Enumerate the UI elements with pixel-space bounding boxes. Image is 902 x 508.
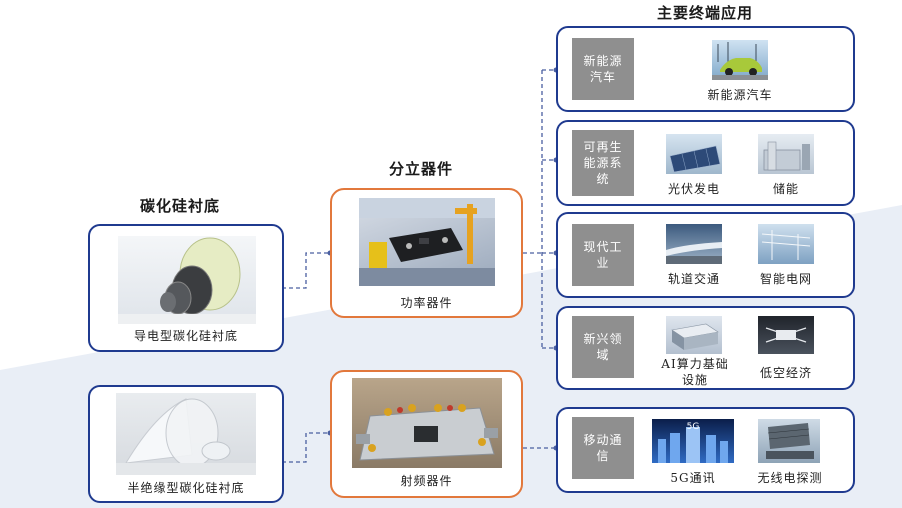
category-emerging-fields: 新兴领域 (572, 316, 634, 378)
category-mobile-communication: 移动通信 (572, 417, 634, 479)
category-new-energy-vehicle: 新能源汽车 (572, 38, 634, 100)
heading-substrate: 碳化硅衬底 (140, 197, 221, 215)
conductive-wafer-image (118, 236, 256, 324)
substrate-semi-insulating-label: 半绝缘型碳化硅衬底 (127, 481, 245, 495)
app-item-label: 储能 (772, 182, 799, 196)
app-item-label: 智能电网 (759, 272, 812, 286)
rf-device-image (352, 378, 502, 468)
category-modern-industry: 现代工业 (572, 224, 634, 286)
power-device-image (359, 198, 495, 286)
app-item-label: AI算力基础设施 (661, 357, 729, 387)
app-item-label: 新能源汽车 (707, 88, 773, 102)
app-card-modern-industry: 现代工业 轨道交通 智能电网 (556, 212, 855, 298)
app-item-label: 光伏发电 (667, 182, 720, 196)
app-card-mobile-communication: 移动通信 5G 5G通讯 无线电探测 (556, 407, 855, 493)
substrate-conductive-card: 导电型碳化硅衬底 (88, 224, 284, 352)
app-card-new-energy-vehicle: 新能源汽车 新能源汽车 (556, 26, 855, 112)
smart-grid-image (758, 224, 814, 264)
app-card-emerging-fields: 新兴领域 AI算力基础设施 低空经济 (556, 306, 855, 390)
rf-device-card: 射频器件 (330, 370, 523, 498)
power-device-card: 功率器件 (330, 188, 523, 318)
rf-device-label: 射频器件 (400, 474, 453, 488)
substrate-conductive-label: 导电型碳化硅衬底 (133, 329, 238, 343)
power-device-label: 功率器件 (400, 296, 453, 310)
heading-terminal: 主要终端应用 (657, 4, 754, 22)
heading-discrete: 分立器件 (389, 160, 454, 178)
5g-communication-image: 5G (652, 419, 734, 463)
app-item-label: 轨道交通 (667, 272, 720, 286)
app-item-label: 低空经济 (759, 366, 812, 380)
semi-insulating-wafer-image (116, 393, 256, 475)
app-item-label: 无线电探测 (757, 471, 823, 485)
energy-storage-image (758, 134, 814, 174)
category-renewable-energy: 可再生能源系统 (572, 130, 634, 196)
photovoltaic-image (666, 134, 722, 174)
5g-sign-text: 5G (687, 422, 700, 432)
app-card-renewable-energy: 可再生能源系统 光伏发电 储能 (556, 120, 855, 206)
app-item-label: 5G通讯 (670, 471, 716, 485)
low-altitude-economy-image (758, 316, 814, 354)
new-energy-vehicle-image (712, 40, 768, 80)
ai-computing-image (666, 316, 722, 354)
radio-detection-image (758, 419, 820, 463)
substrate-semi-insulating-card: 半绝缘型碳化硅衬底 (88, 385, 284, 503)
rail-transit-image (666, 224, 722, 264)
